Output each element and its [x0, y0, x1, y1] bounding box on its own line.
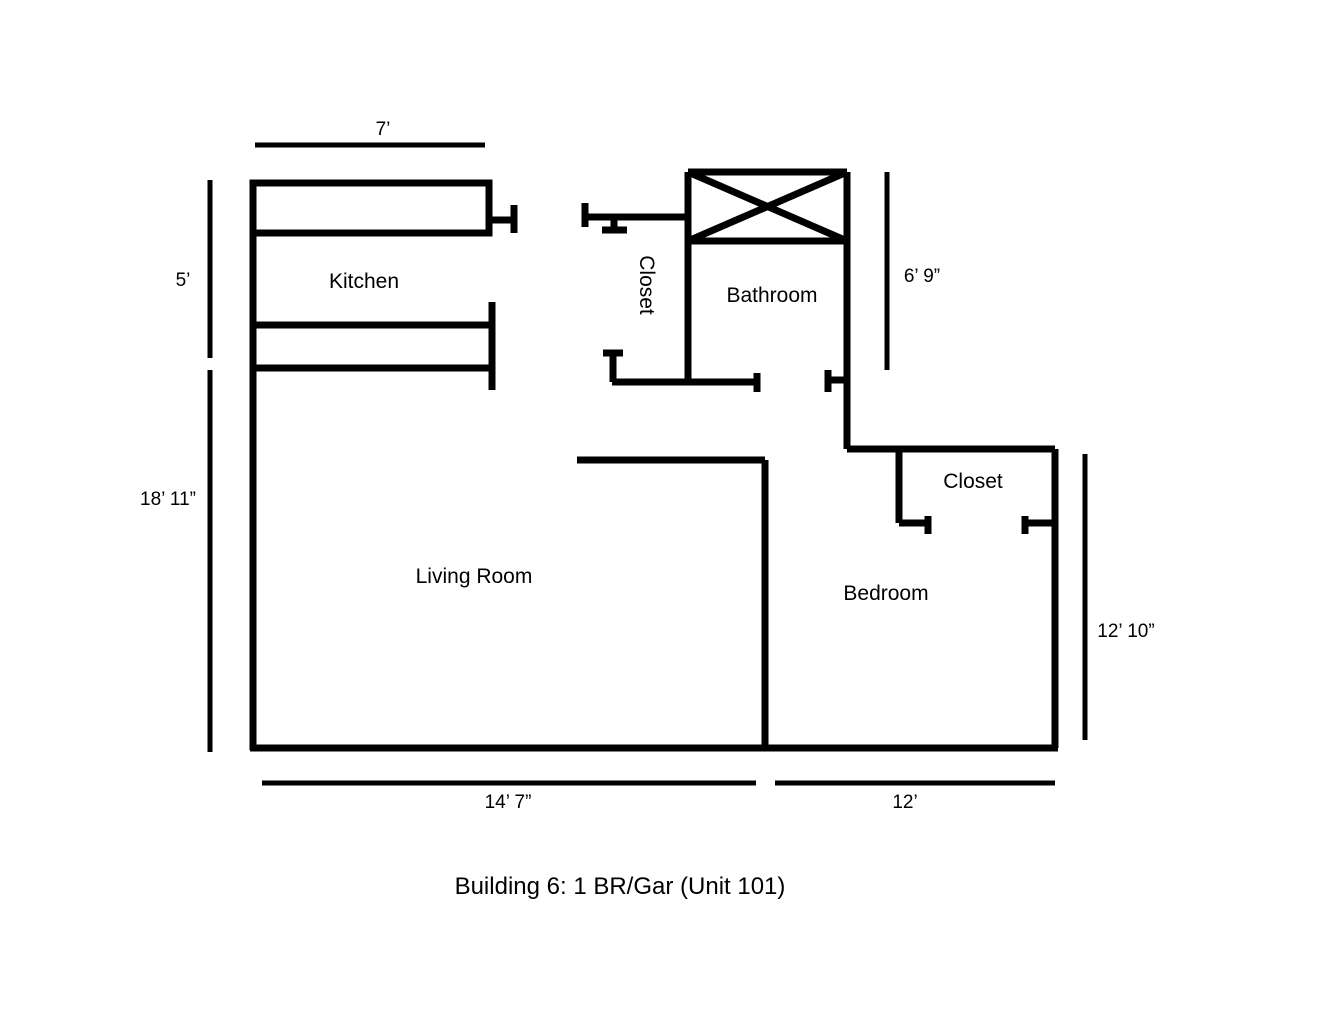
dim-label-kitchen-depth: 5’ [176, 270, 191, 291]
kitchen-label: Kitchen [329, 270, 399, 293]
dim-label-kitchen-width: 7’ [376, 119, 391, 140]
dim-label-left-height: 18’ 11” [140, 489, 196, 510]
bedroom-closet-label: Closet [943, 470, 1003, 493]
bathtub-diagonal-2 [686, 168, 849, 245]
plan-title: Building 6: 1 BR/Gar (Unit 101) [455, 873, 786, 900]
bedroom-label: Bedroom [843, 582, 928, 605]
dim-label-bedroom-width: 12’ [892, 792, 917, 813]
dim-label-living-width: 14’ 7” [485, 792, 532, 813]
living-room-label: Living Room [416, 565, 533, 588]
dim-label-bedroom-height: 12’ 10” [1097, 621, 1154, 642]
hall-closet-label: Closet [635, 255, 658, 315]
kitchen-counter-upper [249, 179, 493, 237]
dim-label-bathroom-height: 6’ 9” [904, 266, 940, 287]
bathroom-label: Bathroom [726, 284, 817, 307]
